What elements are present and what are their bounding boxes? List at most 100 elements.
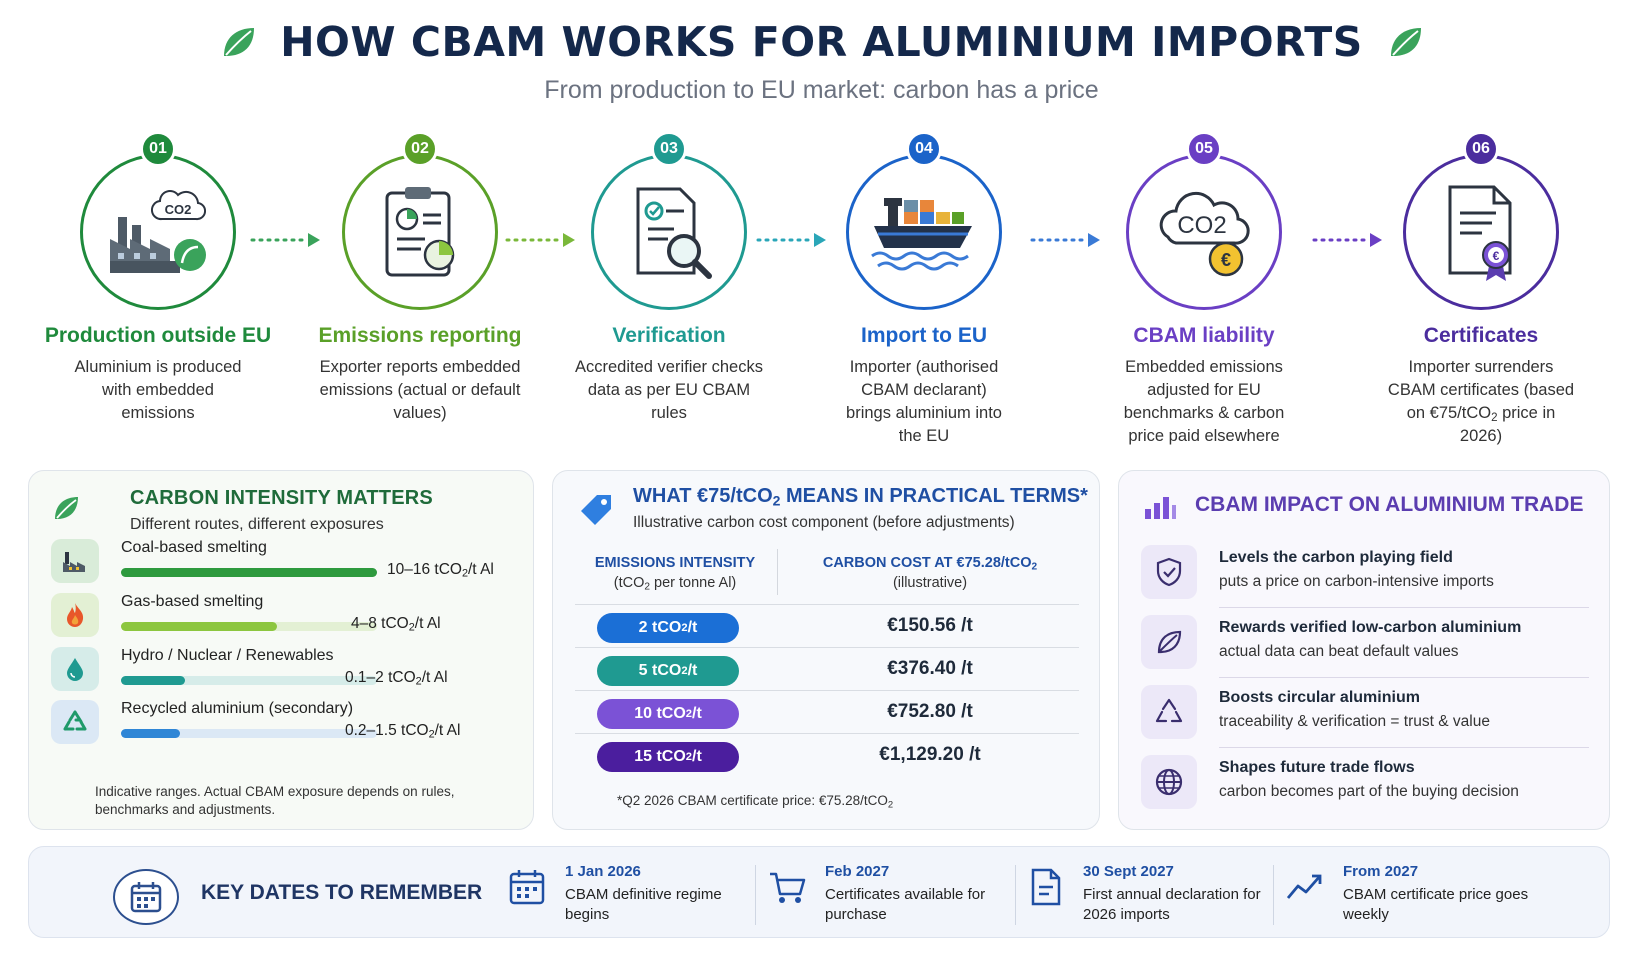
step-description: Aluminium is produced with embedded emis… bbox=[74, 358, 242, 422]
factory-icon bbox=[51, 539, 99, 583]
step-number-badge: 02 bbox=[402, 131, 438, 167]
arrow-icon bbox=[1030, 233, 1100, 247]
document-icon bbox=[1025, 867, 1065, 907]
arrow-icon bbox=[250, 233, 320, 247]
intensity-value: 10–16 tCO2/t Al bbox=[387, 561, 494, 580]
step-circle: 06 € bbox=[1403, 131, 1559, 310]
step-circle: 05 CO2 € bbox=[1126, 131, 1282, 310]
step-title: Emissions reporting bbox=[318, 324, 522, 347]
route-name: Gas-based smelting bbox=[121, 593, 264, 610]
shield-check-icon bbox=[1141, 545, 1197, 599]
co2-label: CO2 bbox=[1177, 212, 1226, 239]
route-item: Gas-based smelting 4–8 tCO2/t Al bbox=[51, 591, 521, 643]
step-circle: 04 bbox=[846, 131, 1002, 310]
calendar-icon bbox=[113, 869, 179, 925]
intensity-bar-fill bbox=[121, 568, 377, 577]
intensity-bar-fill bbox=[121, 729, 180, 738]
panel-header: CARBON INTENSITY MATTERS Different route… bbox=[130, 487, 433, 534]
leaf-icon bbox=[224, 28, 255, 56]
divider bbox=[1273, 865, 1274, 925]
leaf-icon bbox=[1141, 615, 1197, 669]
leaf-icon bbox=[1390, 28, 1421, 56]
flame-icon bbox=[51, 593, 99, 637]
carbon-cost-value: €1,129.20 /t bbox=[879, 744, 981, 765]
document-magnifier-icon bbox=[636, 187, 712, 279]
co2-label: CO2 bbox=[165, 202, 192, 217]
column-header-cost: CARBON COST AT €75.28/tCO2 (illustrative… bbox=[785, 553, 1075, 593]
step-title: CBAM liability bbox=[1133, 324, 1275, 347]
step-number-badge: 05 bbox=[1186, 131, 1222, 167]
impact-description: actual data can beat default values bbox=[1219, 643, 1459, 660]
divider bbox=[1219, 747, 1589, 748]
step-circle: 01 CO2 bbox=[80, 131, 236, 310]
column-subtitle: (illustrative) bbox=[892, 575, 968, 591]
header: HOW CBAM WORKS FOR ALUMINIUM IMPORTS Fro… bbox=[0, 18, 1643, 105]
column-title: EMISSIONS INTENSITY bbox=[594, 555, 756, 571]
globe-icon bbox=[1141, 755, 1197, 809]
step-description: Embedded emissions adjusted for EU bench… bbox=[1123, 358, 1285, 445]
carbon-cost-value: €376.40 /t bbox=[887, 658, 973, 679]
co2-euro-icon: CO2 € bbox=[1159, 191, 1250, 277]
calendar-icon bbox=[507, 867, 547, 907]
arrow-icon bbox=[1312, 233, 1382, 247]
euro-seal-icon: € bbox=[1493, 249, 1500, 263]
water-drop-icon bbox=[51, 647, 99, 691]
panel-note: Indicative ranges. Actual CBAM exposure … bbox=[95, 784, 455, 817]
intensity-bar-fill bbox=[121, 676, 185, 685]
step-title: Production outside EU bbox=[44, 324, 272, 347]
impact-item: Levels the carbon playing field puts a pr… bbox=[1141, 543, 1589, 613]
intensity-bar-track bbox=[121, 568, 377, 577]
intensity-value: 0.2–1.5 tCO2/t Al bbox=[345, 722, 461, 741]
step-number-badge: 04 bbox=[906, 131, 942, 167]
key-dates-title: KEY DATES TO REMEMBER bbox=[201, 881, 483, 904]
intensity-bar-track bbox=[121, 622, 377, 631]
route-name: Hydro / Nuclear / Renewables bbox=[121, 647, 334, 664]
divider bbox=[755, 865, 756, 925]
step-number-badge: 01 bbox=[140, 131, 176, 167]
bar-chart-icon bbox=[1145, 497, 1176, 519]
divider bbox=[1219, 677, 1589, 678]
carbon-intensity-panel: CARBON INTENSITY MATTERS Different route… bbox=[28, 470, 534, 830]
practical-terms-panel: WHAT €75/tCO2 MEANS IN PRACTICAL TERMS* … bbox=[552, 470, 1100, 830]
step-title: Verification bbox=[612, 324, 726, 347]
impact-title: Levels the carbon playing field bbox=[1219, 549, 1453, 566]
trend-up-icon bbox=[1285, 867, 1325, 907]
arrow-icon bbox=[505, 233, 575, 247]
intensity-value: 4–8 tCO2/t Al bbox=[351, 615, 441, 634]
step-description-text: Importer surrenders CBAM certificates (b… bbox=[1387, 358, 1575, 445]
column-divider bbox=[777, 549, 778, 595]
carbon-cost-value: €150.56 /t bbox=[887, 615, 973, 636]
impact-title: Shapes future trade flows bbox=[1219, 759, 1415, 776]
key-date-description: Certificates available for purchase bbox=[825, 886, 986, 923]
process-steps: 01 CO2 Production outside EU Aluminium i… bbox=[0, 130, 1643, 450]
intensity-value: 0.1–2 tCO2/t Al bbox=[345, 669, 448, 688]
key-date-description: CBAM definitive regime begins bbox=[565, 886, 722, 923]
euro-coin-icon: € bbox=[1221, 250, 1231, 270]
factory-icon: CO2 bbox=[110, 190, 207, 273]
key-date-label: Feb 2027 bbox=[825, 863, 890, 880]
step-reporting: 02 Emissions reporting Exporter reports … bbox=[305, 130, 535, 425]
key-date-description: First annual declaration for 2026 import… bbox=[1083, 886, 1261, 923]
divider bbox=[1015, 865, 1016, 925]
step-import: 04 Import to EU Importer (authorised CBA… bbox=[809, 130, 1039, 448]
step-number-badge: 03 bbox=[651, 131, 687, 167]
step-circle: 03 bbox=[591, 131, 747, 310]
key-date-description: CBAM certificate price goes weekly bbox=[1343, 886, 1529, 923]
impact-description: puts a price on carbon-intensive imports bbox=[1219, 573, 1494, 590]
recycle-icon bbox=[1141, 685, 1197, 739]
arrow-icon bbox=[756, 233, 826, 247]
route-item: Hydro / Nuclear / Renewables 0.1–2 tCO2/t… bbox=[51, 645, 521, 697]
step-description: Accredited verifier checks data as per E… bbox=[575, 358, 763, 422]
